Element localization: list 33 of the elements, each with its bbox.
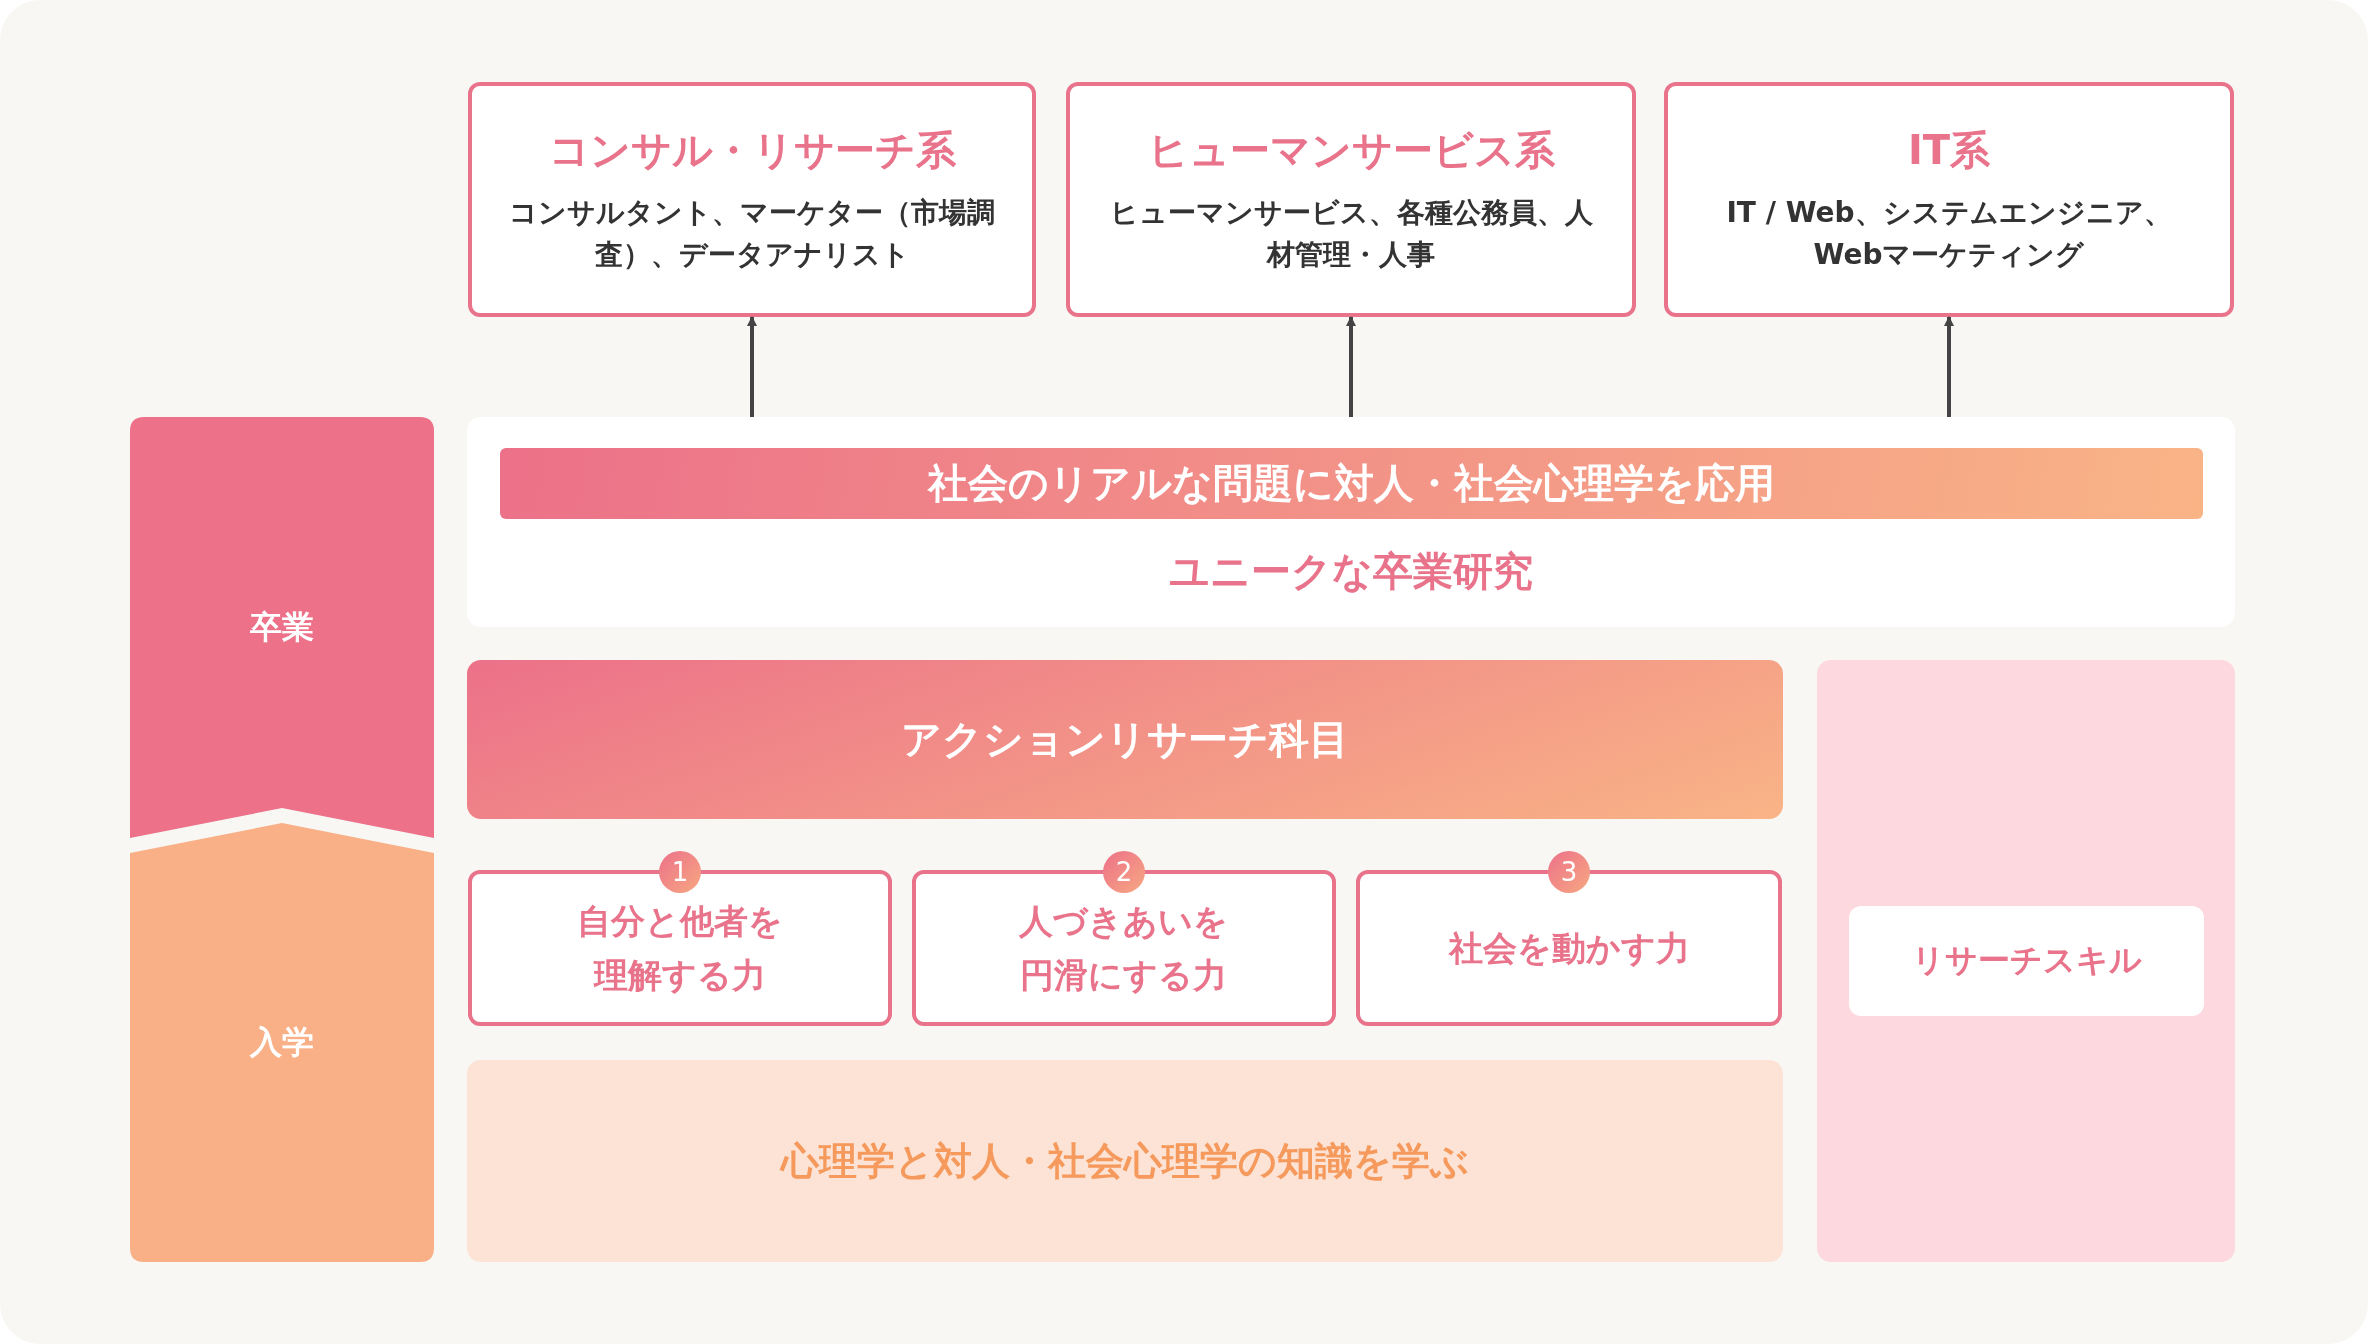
heading: ユニークな卒業研究 xyxy=(1169,547,1533,596)
stage-bar xyxy=(130,417,434,838)
job-list: コンサルタント、マーケター（市場調査）、データアナリスト xyxy=(502,192,1002,276)
gradient-banner xyxy=(500,448,2203,519)
job-list: ヒューマンサービス、各種公務員、人材管理・人事 xyxy=(1101,192,1601,276)
arrow xyxy=(1944,316,1954,417)
category-title: ヒューマンサービス系 xyxy=(1147,126,1555,175)
number-badge: 3 xyxy=(1548,851,1590,893)
banner-text: 社会のリアルな問題に対人・社会心理学を応用 xyxy=(928,459,1775,508)
skill-label: リサーチスキル xyxy=(1911,940,2142,981)
knowledge-box xyxy=(467,1060,1783,1262)
research-panel xyxy=(467,417,2235,627)
job-list: IT / Web、システムエンジニア、Webマーケティング xyxy=(1699,192,2199,276)
category-title: コンサル・リサーチ系 xyxy=(548,126,956,175)
side-panel xyxy=(1817,660,2235,1262)
course-banner xyxy=(467,660,1783,819)
number-badge: 2 xyxy=(1103,851,1145,893)
stage-label: 卒業 xyxy=(250,606,314,648)
category-title: IT系 xyxy=(1907,126,1991,175)
course-title: アクションリサーチ科目 xyxy=(901,715,1349,764)
knowledge-text: 心理学と対人・社会心理学の知識を学ぶ xyxy=(781,1137,1469,1185)
skill-text: 社会を動かす力 xyxy=(1448,926,1690,970)
stage-bar xyxy=(130,823,434,1262)
career-box xyxy=(468,82,1036,317)
skill-text: 人づきあいを円滑にする力 xyxy=(1018,899,1230,997)
skill-text: 自分と他者を理解する力 xyxy=(576,899,784,997)
stage-label: 入学 xyxy=(250,1021,314,1063)
arrow xyxy=(1346,316,1356,417)
skill-card xyxy=(1849,906,2204,1016)
arrow xyxy=(747,316,757,417)
career-box xyxy=(1066,82,1636,317)
number-badge: 1 xyxy=(659,851,701,893)
career-box xyxy=(1664,82,2234,317)
